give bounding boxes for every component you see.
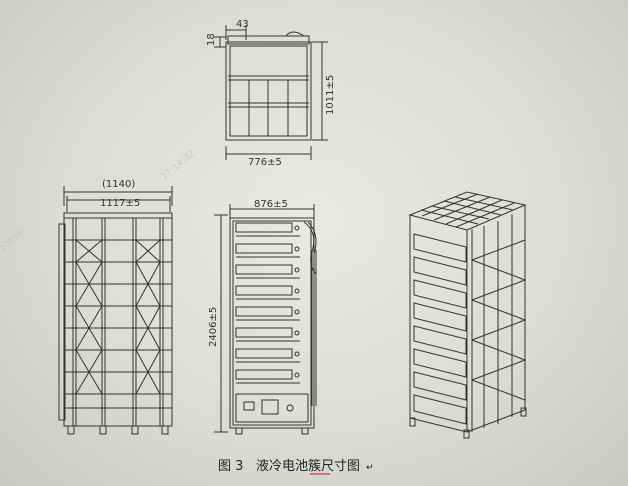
side-view-dim-inner: 1117±5 — [100, 198, 140, 209]
caption-title: 液冷电池簇尺寸图 — [256, 459, 360, 474]
side-view-dim-outer: (1140) — [102, 179, 135, 190]
front-view-dim-width: 876±5 — [254, 199, 288, 210]
isometric-view — [408, 191, 527, 439]
top-view-dim-top: 43 — [236, 19, 249, 30]
top-view-dim-right: 1011±5 — [325, 75, 336, 115]
front-view-dim-height: 2406±5 — [208, 307, 219, 347]
top-view-dim-left: 18 — [206, 33, 217, 46]
side-view — [58, 186, 173, 435]
return-mark-icon: ↵ — [366, 463, 374, 473]
watermark-diag: 17:14:32 — [160, 149, 197, 183]
top-view — [214, 25, 328, 160]
top-view-dim-bottom: 776±5 — [248, 157, 282, 168]
caption-figure: 图 3 — [218, 459, 243, 474]
watermark-left: 10096 — [0, 228, 26, 254]
front-view — [214, 204, 317, 435]
